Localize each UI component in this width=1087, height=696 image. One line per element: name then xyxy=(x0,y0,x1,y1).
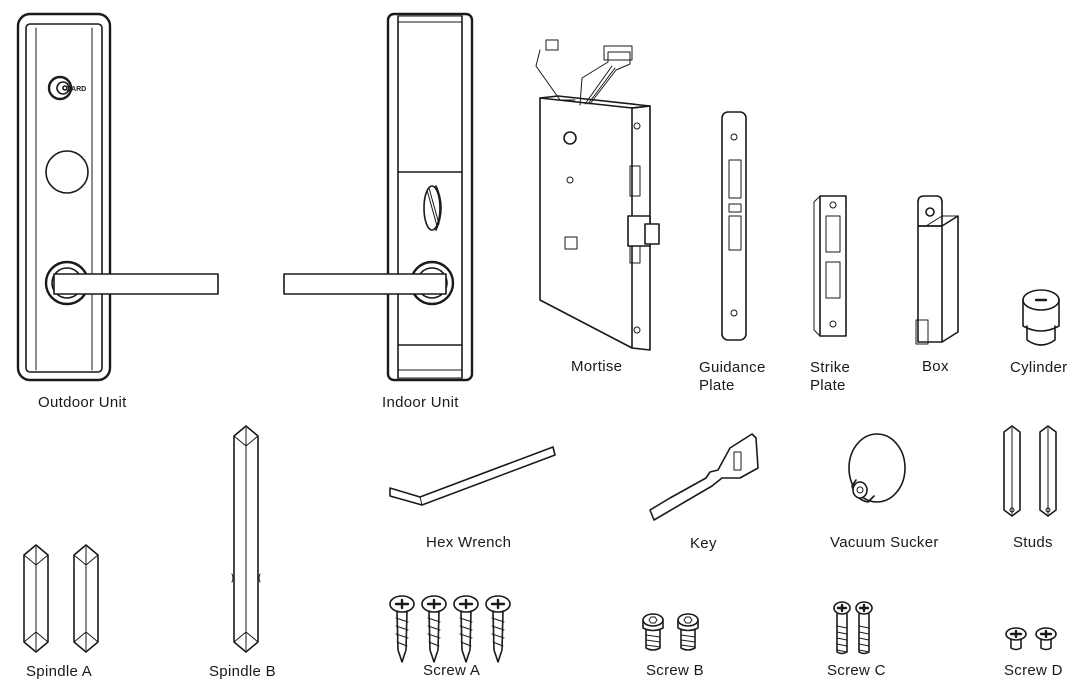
mortise-drawing xyxy=(535,39,660,351)
screw-d-drawing xyxy=(1005,627,1057,651)
indoor-unit-drawing xyxy=(283,12,474,382)
studs-drawing xyxy=(1003,425,1057,517)
spindle-a-drawing xyxy=(23,544,99,653)
label-indoor-unit: Indoor Unit xyxy=(382,394,459,411)
key-drawing xyxy=(649,433,759,521)
label-mortise: Mortise xyxy=(571,358,623,375)
label-spindle-b: Spindle B xyxy=(209,663,276,680)
vacuum-sucker-drawing xyxy=(848,433,906,503)
guidance-plate-drawing xyxy=(721,111,747,341)
label-strike-plate: Strike Plate xyxy=(810,359,851,394)
spindle-b-drawing xyxy=(231,425,261,653)
outdoor-lever-handle xyxy=(53,273,219,295)
screw-c-drawing xyxy=(833,601,873,655)
box-drawing xyxy=(915,195,959,345)
screw-b-drawing xyxy=(642,613,699,651)
svg-text:CARD: CARD xyxy=(66,86,86,93)
label-hex-wrench: Hex Wrench xyxy=(426,534,512,551)
label-screw-c: Screw C xyxy=(827,662,886,679)
label-screw-d: Screw D xyxy=(1004,662,1063,679)
label-outdoor-unit: Outdoor Unit xyxy=(38,394,127,411)
label-guidance-plate: Guidance Plate xyxy=(699,359,766,394)
hex-wrench-drawing xyxy=(389,446,556,506)
label-vacuum-sucker: Vacuum Sucker xyxy=(830,534,939,551)
label-cylinder: Cylinder xyxy=(1010,359,1068,376)
card-reader-button xyxy=(45,150,89,194)
label-screw-b: Screw B xyxy=(646,662,704,679)
cylinder-drawing xyxy=(1022,289,1060,346)
card-logo-icon: CARD xyxy=(47,75,86,101)
label-screw-a: Screw A xyxy=(423,662,481,679)
outdoor-unit-drawing: CARD xyxy=(16,12,219,382)
label-studs: Studs xyxy=(1013,534,1053,551)
thumb-turn-knob xyxy=(423,185,442,231)
indoor-lever-handle xyxy=(283,273,447,295)
label-key: Key xyxy=(690,535,717,552)
strike-plate-drawing xyxy=(813,195,847,337)
screw-a-drawing xyxy=(389,595,511,663)
label-box: Box xyxy=(922,358,949,375)
label-spindle-a: Spindle A xyxy=(26,663,93,680)
